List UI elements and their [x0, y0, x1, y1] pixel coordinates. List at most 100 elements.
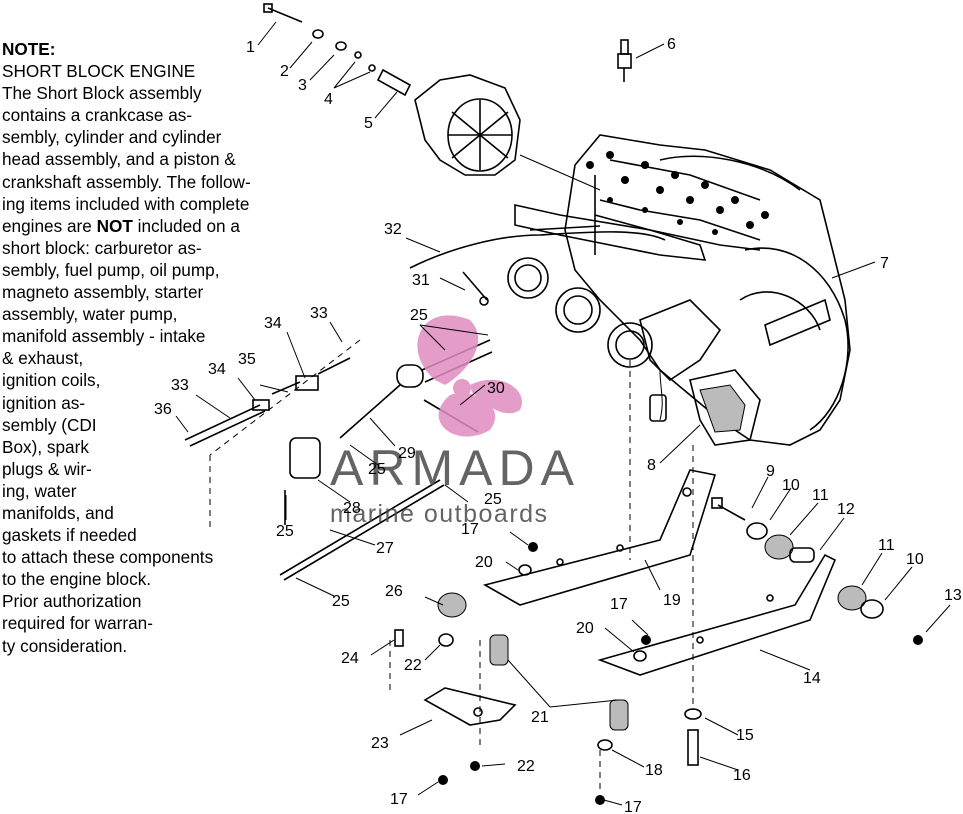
- callout-20b: 20: [576, 620, 594, 637]
- callout-25b: 25: [368, 461, 386, 478]
- callout-25c: 25: [484, 491, 502, 508]
- callout-31: 31: [412, 272, 430, 289]
- note-line: crankshaft assembly. The follow-: [2, 171, 251, 192]
- callout-27: 27: [376, 540, 394, 557]
- callout-22a: 22: [404, 657, 422, 674]
- callout-4: 4: [324, 91, 333, 108]
- callout-33a: 33: [310, 305, 328, 322]
- note-bold-word: NOT: [96, 215, 133, 236]
- callout-26: 26: [385, 583, 403, 600]
- note-line: & exhaust,: [2, 348, 84, 369]
- note-line: plugs & wir-: [2, 458, 92, 479]
- callout-17c: 17: [390, 791, 408, 808]
- callout-16: 16: [733, 767, 751, 784]
- callout-22b: 22: [517, 758, 535, 775]
- note-line: magneto assembly, starter: [2, 282, 204, 303]
- note-line: head assembly, and a piston &: [2, 149, 236, 170]
- callout-5: 5: [364, 115, 373, 132]
- mount-bracket-19: [482, 469, 717, 606]
- callout-10b: 10: [906, 551, 924, 568]
- note-line: ing items included with complete: [2, 193, 250, 214]
- propeller-logo-icon: [417, 315, 522, 437]
- callout-35: 35: [238, 351, 256, 368]
- note-line: contains a crankcase as-: [2, 105, 193, 126]
- callout-34a: 34: [264, 315, 282, 332]
- callout-24: 24: [341, 650, 359, 667]
- short-block-note: NOTE: SHORT BLOCK ENGINE The Short Block…: [2, 38, 272, 657]
- note-line: sembly, fuel pump, oil pump,: [2, 259, 220, 280]
- note-line: ty consideration.: [2, 635, 128, 656]
- spark-plug: [617, 39, 632, 82]
- note-line: SHORT BLOCK ENGINE: [2, 61, 196, 82]
- callout-14: 14: [803, 670, 821, 687]
- callout-17b: 17: [610, 596, 628, 613]
- watermark-tagline: marine outboards: [330, 500, 549, 528]
- head-bolts: [586, 151, 769, 235]
- callout-20a: 20: [475, 554, 493, 571]
- starter-bolt-stack: [263, 3, 412, 97]
- callout-6: 6: [667, 36, 676, 53]
- callout-34b: 34: [208, 361, 226, 378]
- callout-1: 1: [246, 39, 255, 56]
- callout-30: 30: [487, 380, 505, 397]
- note-line: to attach these components: [2, 547, 214, 568]
- callout-25e: 25: [332, 593, 350, 610]
- callout-25d: 25: [276, 523, 294, 540]
- note-line: manifold assembly - intake: [2, 326, 206, 347]
- callout-labels: 1 2 3 4 5 6 7 8 9 10 11 12 11 10 13 14 1…: [154, 36, 962, 814]
- note-line: Box), spark: [2, 436, 89, 457]
- callout-7: 7: [880, 255, 889, 272]
- callout-11a: 11: [812, 487, 829, 504]
- callout-29: 29: [398, 445, 416, 462]
- callout-9: 9: [766, 463, 775, 480]
- callout-17a: 17: [461, 521, 479, 538]
- note-line: Prior authorization: [2, 591, 142, 612]
- callout-17d: 17: [624, 799, 642, 814]
- callout-21: 21: [531, 709, 549, 726]
- callout-33b: 33: [171, 377, 189, 394]
- callout-15: 15: [736, 727, 754, 744]
- callout-8: 8: [647, 457, 656, 474]
- note-line: sembly, cylinder and cylinder: [2, 127, 222, 148]
- callout-11b: 11: [878, 537, 895, 554]
- callout-32: 32: [384, 221, 402, 238]
- callout-13: 13: [944, 587, 962, 604]
- note-line: required for warran-: [2, 613, 153, 634]
- assembly-dashed-lines: [209, 339, 694, 790]
- note-line: The Short Block assembly: [2, 83, 202, 104]
- callout-10a: 10: [782, 477, 800, 494]
- intake-ports: [507, 257, 653, 368]
- note-line-bold: engines are NOT included on a: [2, 215, 272, 237]
- note-line: to the engine block.: [2, 569, 152, 590]
- callout-23: 23: [371, 735, 389, 752]
- callout-36: 36: [154, 401, 172, 418]
- note-line: gaskets if needed: [2, 525, 137, 546]
- oil-lines-and-clamps: [184, 271, 493, 581]
- note-line-prefix: engines are: [2, 215, 97, 236]
- callout-28: 28: [343, 500, 361, 517]
- note-line: ignition coils,: [2, 370, 101, 391]
- note-line-suffix: included on a: [132, 215, 240, 236]
- mount-bracket-14: [597, 553, 837, 676]
- callout-2: 2: [280, 63, 289, 80]
- note-line: ing, water: [2, 480, 77, 501]
- note-line: assembly, water pump,: [2, 304, 178, 325]
- watermark-brand: ARMADA: [330, 440, 580, 496]
- recoil-starter: [414, 74, 601, 191]
- callout-18: 18: [645, 762, 663, 779]
- note-line: short block: carburetor as-: [2, 237, 202, 258]
- note-line: manifolds, and: [2, 502, 114, 523]
- callout-3: 3: [298, 77, 307, 94]
- engine-block: [409, 134, 851, 446]
- callout-25a: 25: [410, 307, 428, 324]
- mount-hardware: [711, 497, 923, 645]
- lower-mount-hardware: [394, 542, 702, 805]
- note-line: sembly (CDI: [2, 414, 97, 435]
- callout-12: 12: [837, 501, 855, 518]
- note-title: NOTE:: [2, 39, 56, 59]
- watermark: ARMADA marine outboards: [330, 315, 580, 528]
- note-line: ignition as-: [2, 392, 86, 413]
- callout-19: 19: [663, 592, 681, 609]
